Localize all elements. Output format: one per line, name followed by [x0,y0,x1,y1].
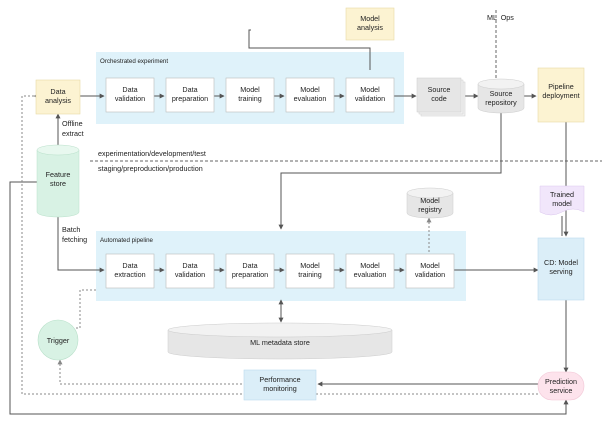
automated-title: Automated pipeline [100,237,154,244]
automated-steps: Data extraction Data validation Data pre… [105,253,455,289]
divider-label-below: staging/preproduction/production [98,164,203,173]
model-registry-node[interactable] [406,187,454,219]
automated-step-label: Data [182,261,197,270]
trigger-label: Trigger [47,336,70,345]
connectors [9,29,569,415]
source-repository-label: repository [485,98,517,107]
orchestrated-step-label: Model [300,85,320,94]
offline-extract-label: Offline [62,119,83,128]
cd-model-serving-label: CD: Model [544,258,578,267]
cd-model-serving-label: serving [549,267,572,276]
data-analysis-label: Data [50,87,65,96]
automated-step-label: Model [420,261,440,270]
trained-model-node[interactable] [539,185,585,216]
pipeline-deployment-label: Pipeline [548,82,574,91]
performance-monitoring-label: Performance [259,375,300,384]
automated-step-data-extraction[interactable] [105,253,155,289]
automated-step-label: training [298,270,322,279]
offline-extract-label: extract [62,129,84,138]
source-code-label: code [431,94,447,103]
trigger-node[interactable] [37,319,79,361]
automated-step-data-preparation[interactable] [225,253,275,289]
prediction-service-label: Prediction [545,377,577,386]
model-registry-label: Model [420,196,440,205]
orchestrated-step-label: Data [122,85,137,94]
performance-monitoring-node[interactable] [243,369,317,401]
orchestrated-step-label: Model [360,85,380,94]
orchestrated-step-model-training[interactable] [225,77,275,113]
feature-store-node[interactable] [36,144,80,218]
orchestrated-steps: Data validation Data preparation Model t… [105,77,395,113]
ml-metadata-store-label: ML metadata store [250,338,310,347]
automated-step-label: Data [122,261,137,270]
automated-step-model-validation[interactable] [405,253,455,289]
orchestrated-step-label: validation [115,94,145,103]
model-registry-label: registry [418,205,442,214]
cd-model-serving-node[interactable] [537,237,585,301]
orchestrated-step-model-validation[interactable] [345,77,395,113]
orchestrated-step-label: validation [355,94,385,103]
source-code-node[interactable] [416,77,466,117]
model-analysis-label: analysis [357,23,383,32]
orchestrated-step-label: evaluation [294,94,327,103]
automated-step-label: Model [360,261,380,270]
automated-step-data-validation[interactable] [165,253,215,289]
orchestrated-step-data-preparation[interactable] [165,77,215,113]
orchestrated-step-label: Data [182,85,197,94]
source-code-label: Source [428,85,451,94]
automated-step-label: Data [242,261,257,270]
batch-fetching-label: Batch [62,225,80,234]
automated-panel [96,231,466,301]
automated-step-model-training[interactable] [285,253,335,289]
data-analysis-node[interactable] [35,79,81,115]
orchestrated-step-label: preparation [172,94,208,103]
performance-monitoring-label: monitoring [263,384,297,393]
batch-fetching-label: fetching [62,235,87,244]
model-analysis-node[interactable] [345,7,395,41]
trained-model-label: Trained [550,190,574,199]
model-analysis-label: Model [360,14,380,23]
automated-step-model-evaluation[interactable] [345,253,395,289]
orchestrated-title: Orchestrated experiment [100,58,168,65]
source-repository-node[interactable] [477,78,525,114]
feature-store-label: Feature [46,170,71,179]
feature-store-label: store [50,179,66,188]
prediction-service-label: service [550,386,573,395]
ml-metadata-store-node[interactable] [167,322,393,360]
orchestrated-step-label: Model [240,85,260,94]
orchestrated-step-data-validation[interactable] [105,77,155,113]
automated-step-label: evaluation [354,270,387,279]
ml-ops-label: ML Ops [487,13,514,22]
data-analysis-label: analysis [45,96,71,105]
prediction-service-node[interactable] [537,371,585,401]
pipeline-deployment-node[interactable] [537,67,585,123]
divider-label-above: experimentation/development/test [98,149,206,158]
automated-step-label: extraction [114,270,145,279]
orchestrated-step-model-evaluation[interactable] [285,77,335,113]
pipeline-deployment-label: deployment [542,91,579,100]
automated-step-label: Model [300,261,320,270]
automated-step-label: validation [415,270,445,279]
automated-step-label: preparation [232,270,268,279]
source-repository-label: Source [490,89,513,98]
orchestrated-step-label: training [238,94,262,103]
trained-model-label: model [552,199,572,208]
automated-step-label: validation [175,270,205,279]
